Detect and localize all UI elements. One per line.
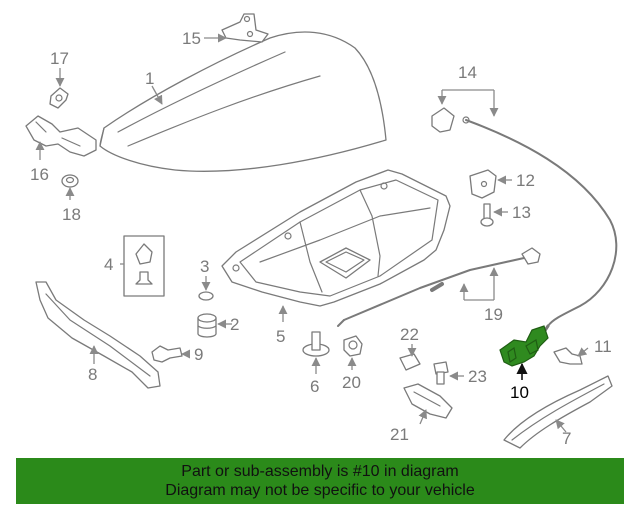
callout-4[interactable]: 4: [104, 255, 113, 274]
callout-21[interactable]: 21: [390, 425, 409, 444]
callout-10-highlighted[interactable]: 10: [510, 383, 529, 402]
bracket-12-part[interactable]: [469, 169, 497, 199]
grommet-18-part[interactable]: [61, 174, 79, 188]
callout-16[interactable]: 16: [30, 165, 49, 184]
callout-11[interactable]: 11: [594, 337, 612, 356]
banner-line-1: Part or sub-assembly is #10 in diagram: [181, 463, 459, 480]
bracket-21-part[interactable]: [403, 383, 453, 419]
callout-2[interactable]: 2: [230, 315, 239, 334]
ring-3-part[interactable]: [198, 291, 214, 301]
callout-18[interactable]: 18: [62, 205, 81, 224]
bolt-9-part[interactable]: [151, 345, 183, 363]
callout-5[interactable]: 5: [276, 327, 285, 346]
callout-12[interactable]: 12: [516, 171, 535, 190]
banner-line-2: Diagram may not be specific to your vehi…: [165, 482, 475, 499]
highlight-notice-banner: Part or sub-assembly is #10 in diagram D…: [16, 458, 624, 504]
bolt-23-part[interactable]: [433, 361, 449, 385]
bolt-11-part[interactable]: [553, 347, 583, 365]
callout-7[interactable]: 7: [562, 429, 571, 448]
bumper-2-part[interactable]: [197, 313, 217, 338]
callout-9[interactable]: 9: [194, 345, 203, 364]
callout-8[interactable]: 8: [88, 365, 97, 384]
callout-3[interactable]: 3: [200, 257, 209, 276]
callout-13[interactable]: 13: [512, 203, 531, 222]
hood-panel-part[interactable]: [99, 31, 387, 172]
callout-1[interactable]: 1: [145, 69, 154, 88]
hood-hinge-part[interactable]: [221, 13, 269, 43]
callout-leaders: [35, 33, 589, 433]
prop-rod-19-part[interactable]: [337, 247, 541, 327]
callout-20[interactable]: 20: [342, 373, 361, 392]
callout-numbers: 1 2 3 4 5 6 7 8 9 10 11 12 13 14 15 16 1…: [30, 29, 612, 448]
hood-parts-diagram: 1 2 3 4 5 6 7 8 9 10 11 12 13 14 15 16 1…: [25, 13, 618, 449]
hood-latch-10-part-highlighted[interactable]: [499, 325, 549, 367]
callout-23[interactable]: 23: [468, 367, 487, 386]
pin-6-part[interactable]: [302, 331, 330, 357]
bolt-17-part[interactable]: [49, 87, 69, 109]
seal-8-part[interactable]: [35, 281, 161, 389]
callout-6[interactable]: 6: [310, 377, 319, 396]
bracket-16-part[interactable]: [25, 115, 97, 157]
release-cable-14-part[interactable]: [431, 107, 618, 334]
callout-14[interactable]: 14: [458, 63, 477, 82]
callout-19[interactable]: 19: [484, 305, 503, 324]
kit-4-part[interactable]: [123, 235, 165, 297]
clip-22-part[interactable]: [399, 353, 421, 371]
seal-7-part[interactable]: [503, 375, 613, 449]
callout-22[interactable]: 22: [400, 325, 419, 344]
callout-17[interactable]: 17: [50, 49, 69, 68]
bolt-13-part[interactable]: [480, 203, 494, 227]
bumper-20-part[interactable]: [343, 335, 363, 357]
callout-15[interactable]: 15: [182, 29, 201, 48]
hood-inner-panel-part[interactable]: [221, 169, 451, 307]
